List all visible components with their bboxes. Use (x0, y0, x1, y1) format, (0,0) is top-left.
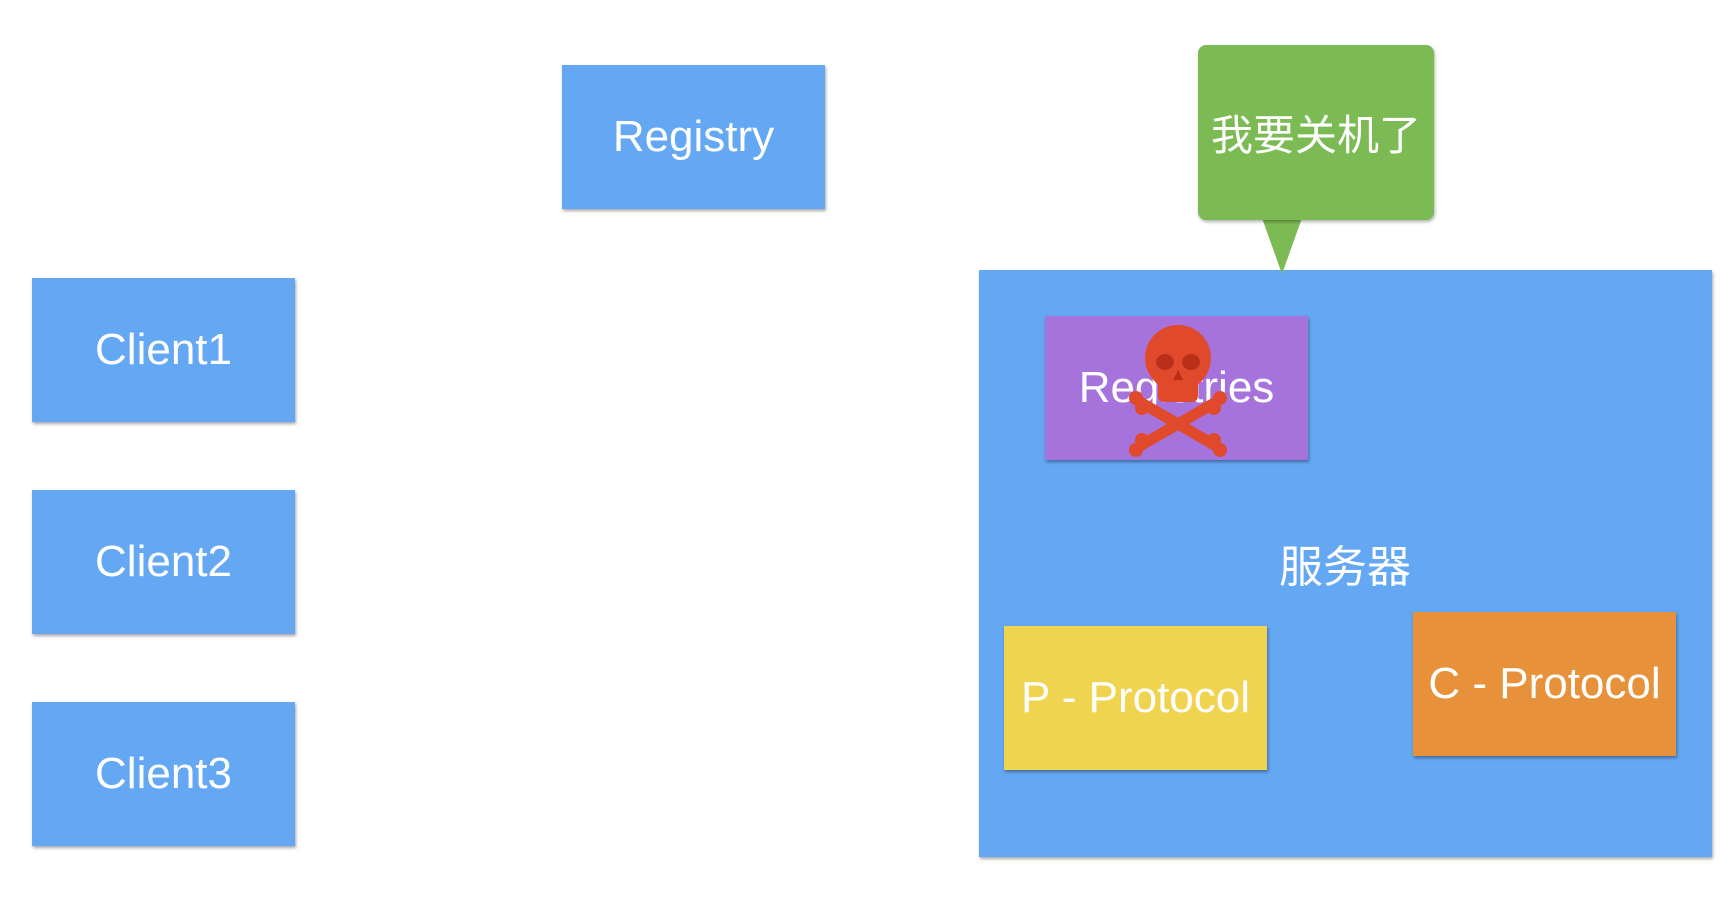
c-protocol-node: C - Protocol (1413, 612, 1676, 756)
client2-node: Client2 (32, 490, 295, 634)
p-protocol-node: P - Protocol (1004, 626, 1267, 770)
speech-bubble: 我要关机了 (1198, 45, 1434, 220)
skull-crossbones-icon (1129, 325, 1227, 457)
p-protocol-label: P - Protocol (1020, 673, 1251, 722)
client1-label: Client1 (95, 325, 232, 374)
client2-label: Client2 (95, 537, 232, 586)
speech-bubble-text: 我要关机了 (1210, 111, 1421, 160)
server-label: 服务器 (1279, 542, 1411, 593)
registry-node: Registry (562, 65, 825, 209)
client1-node: Client1 (32, 278, 295, 422)
speech-bubble-tail (1262, 218, 1302, 274)
registry-label: Registry (612, 112, 775, 161)
client3-label: Client3 (95, 749, 232, 798)
client3-node: Client3 (32, 702, 295, 846)
c-protocol-label: C - Protocol (1428, 659, 1661, 708)
